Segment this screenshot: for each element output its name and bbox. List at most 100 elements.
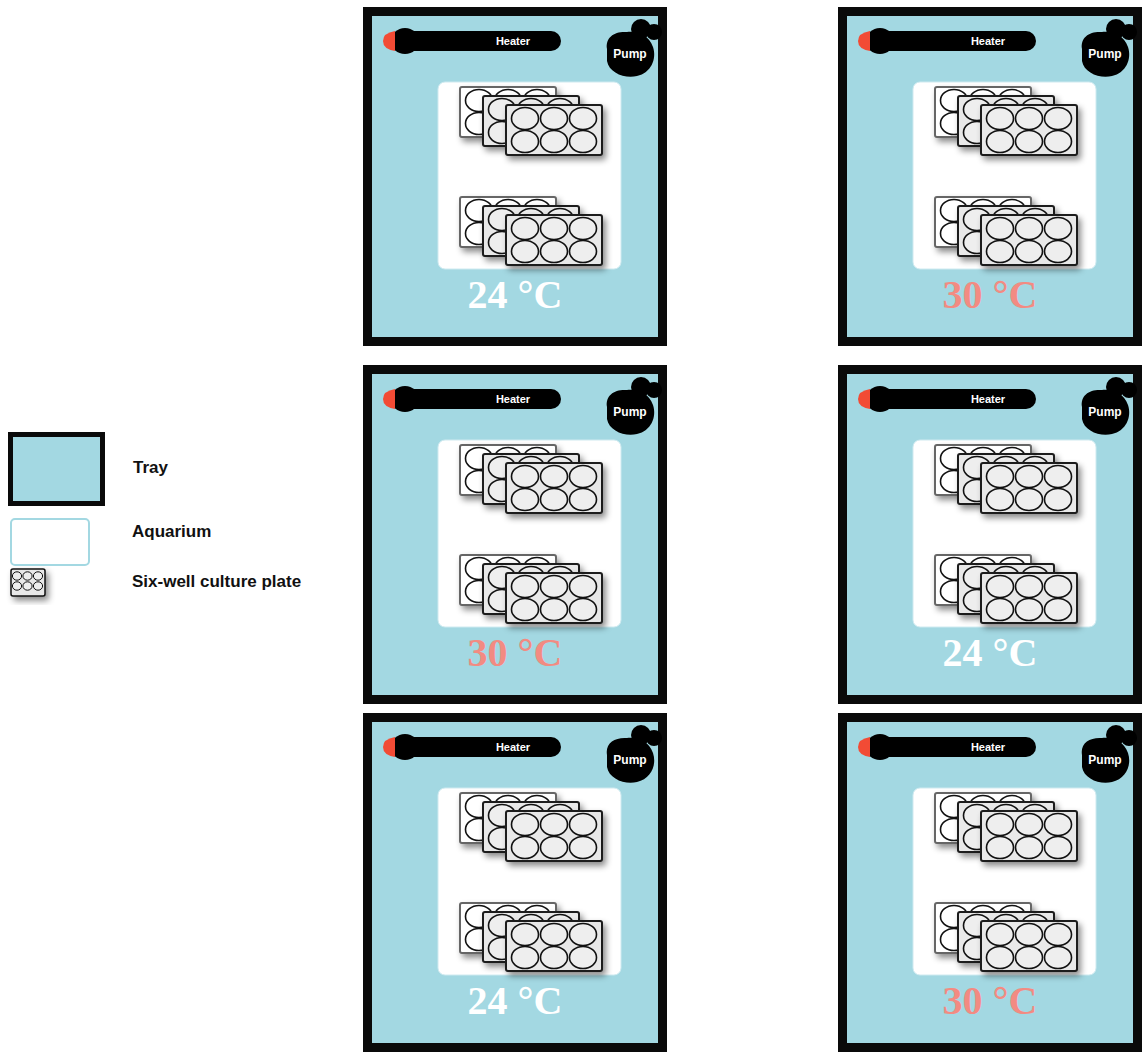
heater-label: Heater: [971, 35, 1005, 47]
pump: Pump: [1076, 377, 1138, 437]
heater-bar: [395, 31, 561, 51]
well: [570, 576, 597, 598]
heater-head: [866, 28, 894, 54]
heater-bar: [870, 389, 1036, 409]
six-well-plate: [981, 573, 1077, 623]
heater-text-box: Heater: [465, 385, 561, 413]
six-well-plate: [981, 215, 1077, 265]
temperature-label: 24 °C: [847, 630, 1133, 676]
heater-label: Heater: [971, 741, 1005, 753]
heater: Heater: [860, 27, 1038, 55]
plate-outline: [981, 573, 1077, 623]
tray: 30 °CHeaterPump: [838, 7, 1142, 346]
aquarium-swatch: [10, 518, 90, 566]
well: [512, 489, 539, 511]
well: [512, 814, 539, 836]
well: [1016, 576, 1043, 598]
pump-part: [646, 24, 662, 40]
six-well-plate: [506, 463, 602, 513]
pump-label: Pump: [613, 753, 646, 767]
pump: Pump: [1076, 19, 1138, 79]
pump: Pump: [601, 725, 663, 785]
heater-bar: [395, 389, 561, 409]
heater: Heater: [860, 385, 1038, 413]
well: [1045, 924, 1072, 946]
heater: Heater: [385, 385, 563, 413]
well: [570, 947, 597, 969]
pump-label: Pump: [613, 47, 646, 61]
pump: Pump: [601, 19, 663, 79]
well: [1045, 466, 1072, 488]
well: [987, 814, 1014, 836]
well: [570, 837, 597, 859]
heater-bar: [870, 31, 1036, 51]
heater-shape: [385, 733, 563, 761]
well: [1016, 108, 1043, 130]
well: [12, 572, 21, 580]
well: [33, 572, 42, 580]
plate-outline: [981, 215, 1077, 265]
plate-outline: [506, 573, 602, 623]
pump-label: Pump: [1088, 753, 1121, 767]
well: [1016, 218, 1043, 240]
pump-body: [1082, 32, 1129, 77]
well: [570, 131, 597, 153]
well: [1016, 241, 1043, 263]
well: [1016, 466, 1043, 488]
heater-tip: [858, 389, 870, 409]
heater: Heater: [860, 733, 1038, 761]
well: [987, 576, 1014, 598]
plate-outline: [981, 921, 1077, 971]
well: [512, 218, 539, 240]
heater-label: Heater: [971, 393, 1005, 405]
aquarium: [438, 440, 621, 627]
well: [541, 576, 568, 598]
tray: 24 °CHeaterPump: [363, 7, 667, 346]
legend-label: Aquarium: [132, 521, 211, 543]
plate-outline: [981, 811, 1077, 861]
pump-text-box: Pump: [605, 41, 655, 67]
well: [987, 947, 1014, 969]
well: [987, 241, 1014, 263]
well: [987, 489, 1014, 511]
heater: Heater: [385, 733, 563, 761]
heater-tip: [383, 389, 395, 409]
well: [512, 131, 539, 153]
pump-body: [607, 32, 654, 77]
heater-shape: [860, 733, 1038, 761]
pump-text-box: Pump: [605, 747, 655, 773]
well: [1045, 947, 1072, 969]
well: [1045, 814, 1072, 836]
tray-swatch: [8, 432, 105, 506]
well: [570, 241, 597, 263]
pump-part: [1121, 730, 1137, 746]
heater-tip: [383, 31, 395, 51]
well: [12, 582, 21, 590]
well: [512, 241, 539, 263]
tray: 30 °CHeaterPump: [363, 365, 667, 704]
heater-head: [866, 386, 894, 412]
well: [987, 218, 1014, 240]
pump-text-box: Pump: [1080, 399, 1130, 425]
six-well-plate: [506, 215, 602, 265]
well: [541, 947, 568, 969]
six-well-plate: [981, 921, 1077, 971]
heater-bar: [395, 737, 561, 757]
heater-text-box: Heater: [940, 385, 1036, 413]
six-well-plate: [506, 811, 602, 861]
pump-text-box: Pump: [1080, 41, 1130, 67]
well: [512, 837, 539, 859]
well: [987, 924, 1014, 946]
well: [570, 466, 597, 488]
heater-head: [391, 734, 419, 760]
six-well-plate: [981, 811, 1077, 861]
well: [570, 108, 597, 130]
heater-label: Heater: [496, 741, 530, 753]
aquarium: [438, 82, 621, 269]
well: [1045, 108, 1072, 130]
pump-body: [607, 390, 654, 435]
well: [1016, 599, 1043, 621]
six-well-plate: [506, 573, 602, 623]
aquarium: [913, 440, 1096, 627]
pump: Pump: [601, 377, 663, 437]
